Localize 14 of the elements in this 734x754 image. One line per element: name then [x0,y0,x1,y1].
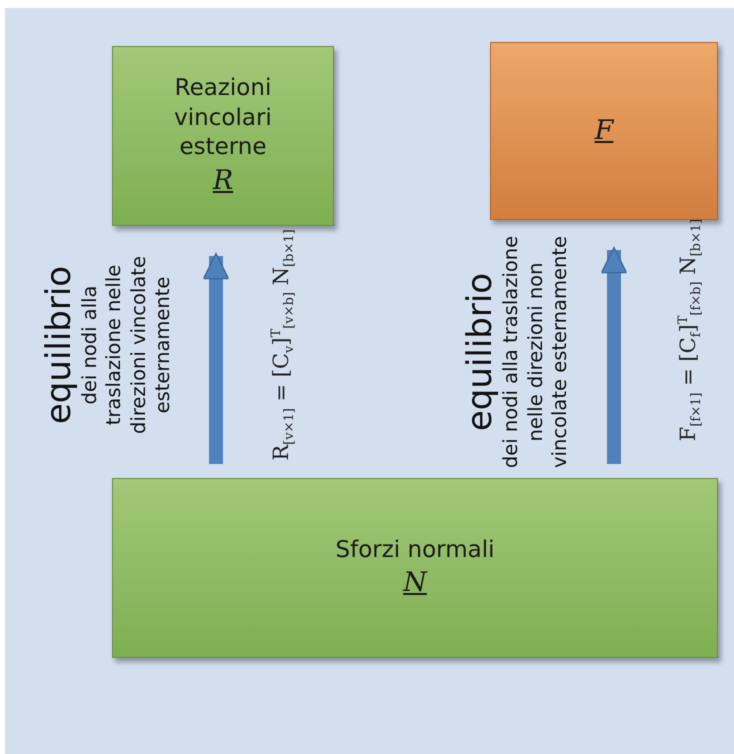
process-box [112,46,334,226]
vector-symbol: N [403,566,427,600]
box-label: Sforzi normali [336,536,494,564]
vector-symbol: R [212,164,234,198]
heading-text: equilibrio [462,272,500,432]
box-label: Reazioni vincolari esterne [173,74,273,162]
process-box [490,42,718,220]
description-text: dei nodi alla traslazione nelle direzioni vincolate esternamente [78,255,176,436]
process-box [112,478,718,658]
arrow [600,246,628,464]
vector-symbol: F [594,114,614,148]
arrow [202,252,230,464]
heading-text: equilibrio [40,266,78,424]
description-text: dei nodi alla traslazione nelle direzioni non vincolate esternamente [499,234,572,470]
